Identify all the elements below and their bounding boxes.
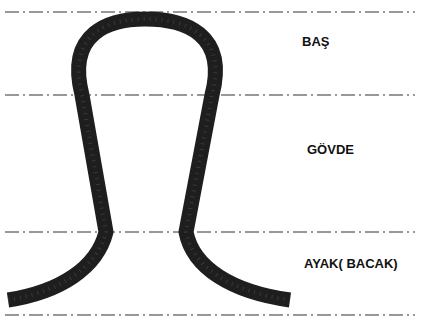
shape-texture — [8, 19, 290, 300]
division-line — [5, 315, 415, 316]
division-line — [5, 12, 415, 13]
division-line — [5, 232, 415, 233]
region-label: GÖVDE — [305, 142, 356, 158]
dash-dot-lines — [5, 12, 415, 315]
region-label: BAŞ — [300, 34, 331, 50]
omega-shape — [8, 19, 290, 300]
region-label: AYAK( BACAK) — [302, 256, 400, 272]
